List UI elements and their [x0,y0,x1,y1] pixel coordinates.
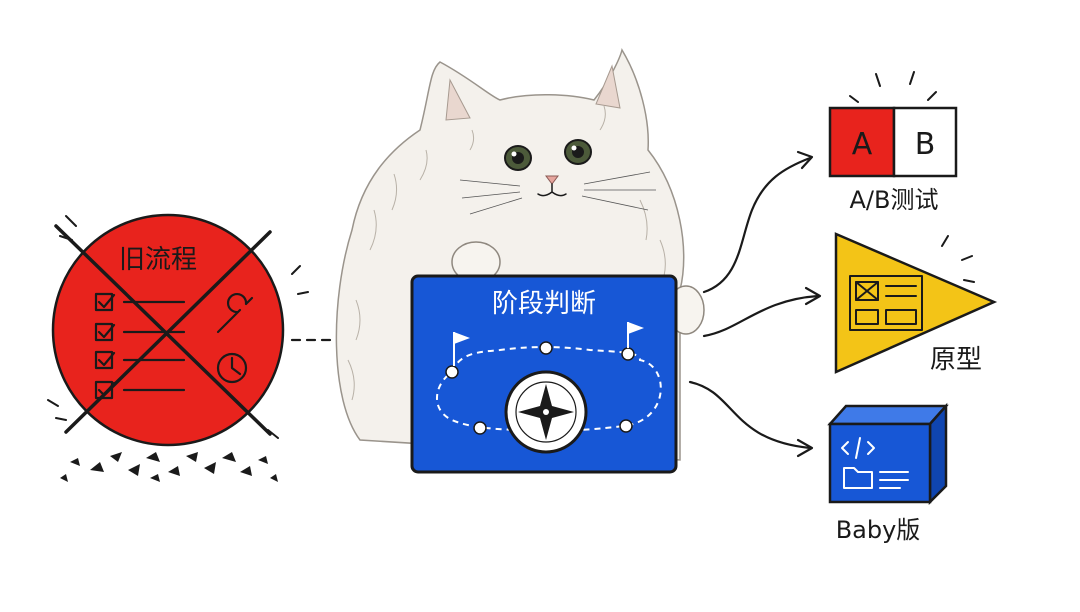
arrow-stage-to-ab [702,150,814,294]
stage-board-title: 阶段判断 [492,289,596,319]
cross-out-mark [54,224,272,436]
stage-route-path [436,346,662,432]
ab-test-label: A/B测试 [850,186,939,214]
arrow-stage-to-baby [688,380,814,458]
ab-box-b [892,106,958,178]
prototype-triangle [834,232,998,374]
prototype-label: 原型 [930,345,982,375]
cube-side [928,402,948,506]
cube-top [827,404,949,426]
old-process-label: 旧流程 [119,245,197,275]
baby-version-label: Baby版 [836,516,921,544]
start-flag-icon [453,332,470,366]
rubble-pile [60,452,278,482]
stage-board-node: 阶段判断 [410,274,678,474]
old-process-node: 旧流程 [47,213,309,482]
ab-box-b-label: B [915,127,936,162]
prototype-node: 原型 [834,232,998,375]
cube-front [828,422,932,504]
ab-box-a-label: A [852,127,873,162]
wireframe-icon [849,275,923,331]
ab-box-a [828,106,896,178]
checklist-icon [94,292,186,400]
code-folder-icon [841,437,909,489]
arrow-stage-to-prototype [702,286,822,338]
ab-test-node: A B A/B测试 [828,71,958,214]
compass-icon [504,370,588,454]
cat-face [459,139,656,215]
wrench-icon [216,292,254,334]
clock-icon [216,352,248,384]
end-flag-icon [627,322,644,348]
baby-version-node: Baby版 [827,402,949,544]
